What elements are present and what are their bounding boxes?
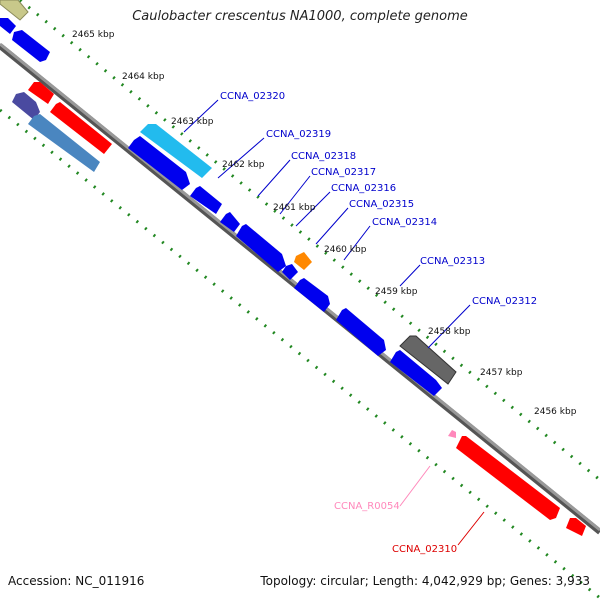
feature-cds[interactable]: [28, 114, 100, 172]
gene-label[interactable]: CCNA_02320: [220, 91, 285, 102]
feature-cds[interactable]: [50, 102, 112, 154]
feature-track-forward: [0, 0, 457, 396]
tick-label: 2464 kbp: [122, 72, 165, 82]
genes-label: Genes:: [509, 574, 552, 588]
feature-cds[interactable]: [140, 124, 212, 178]
gene-label[interactable]: CCNA_02316: [331, 183, 396, 194]
tick-label: 2462 kbp: [222, 160, 265, 170]
tick-label: 2463 kbp: [171, 117, 214, 127]
feature-cds[interactable]: [0, 18, 16, 34]
topology-label: Topology:: [260, 574, 317, 588]
feature-cds[interactable]: [12, 92, 40, 120]
feature-cds[interactable]: [236, 224, 286, 272]
label-leader-rna: [399, 465, 431, 507]
feature-cds[interactable]: [220, 212, 240, 232]
feature-cds[interactable]: [294, 278, 330, 312]
feature-cds[interactable]: [190, 186, 222, 214]
tick-label: 2461 kbp: [273, 203, 316, 213]
gene-label[interactable]: CCNA_02317: [311, 167, 376, 178]
label-leader-02310: [457, 511, 485, 546]
feature-track-reverse: [12, 82, 586, 536]
feature-rna[interactable]: [448, 430, 456, 438]
accession-label: Accession:: [8, 574, 72, 588]
accession-info: Accession: NC_011916: [8, 574, 144, 588]
tick-label: 2460 kbp: [324, 245, 367, 255]
feature-cds[interactable]: [399, 335, 457, 385]
genome-stats: Topology: circular; Length: 4,042,929 bp…: [260, 574, 590, 588]
gene-labels: CCNA_02320 CCNA_02319 CCNA_02318 CCNA_02…: [220, 91, 537, 555]
tick-label: 2458 kbp: [428, 327, 471, 337]
tick-label: 2456 kbp: [534, 407, 577, 417]
feature-cds[interactable]: [28, 82, 54, 104]
gene-label[interactable]: CCNA_02319: [266, 129, 331, 140]
accession-value: NC_011916: [75, 574, 145, 588]
inner-tick-track: [0, 108, 600, 600]
map-title: Caulobacter crescentus NA1000, complete …: [132, 9, 468, 24]
gene-label[interactable]: CCNA_02318: [291, 151, 356, 162]
gene-label[interactable]: CCNA_02314: [372, 217, 437, 228]
feature-olive[interactable]: [0, 0, 29, 21]
tick-label: 2459 kbp: [375, 287, 418, 297]
feature-cds[interactable]: [456, 436, 560, 520]
gene-label[interactable]: CCNA_R0054: [334, 501, 400, 512]
feature-cds[interactable]: [294, 252, 312, 270]
tick-label: 2457 kbp: [480, 368, 523, 378]
feature-cds[interactable]: [390, 350, 442, 396]
feature-cds[interactable]: [336, 308, 386, 356]
feature-cds[interactable]: [12, 30, 50, 62]
feature-cds[interactable]: [566, 518, 586, 536]
gene-label[interactable]: CCNA_02312: [472, 296, 537, 307]
feature-cds[interactable]: [128, 136, 190, 190]
gene-label[interactable]: CCNA_02310: [392, 544, 457, 555]
feature-cds[interactable]: [282, 264, 298, 280]
length-label: Length:: [372, 574, 419, 588]
length-value: 4,042,929 bp: [421, 574, 502, 588]
outer-tick-track: [19, 0, 600, 482]
gene-label[interactable]: CCNA_02313: [420, 256, 485, 267]
tick-labels: 2465 kbp 2464 kbp 2463 kbp 2462 kbp 2461…: [72, 30, 577, 417]
label-leaders: [183, 99, 471, 349]
tick-label: 2465 kbp: [72, 30, 115, 40]
gene-label[interactable]: CCNA_02315: [349, 199, 414, 210]
topology-value: circular: [320, 574, 365, 588]
genes-value: 3,933: [555, 574, 590, 588]
